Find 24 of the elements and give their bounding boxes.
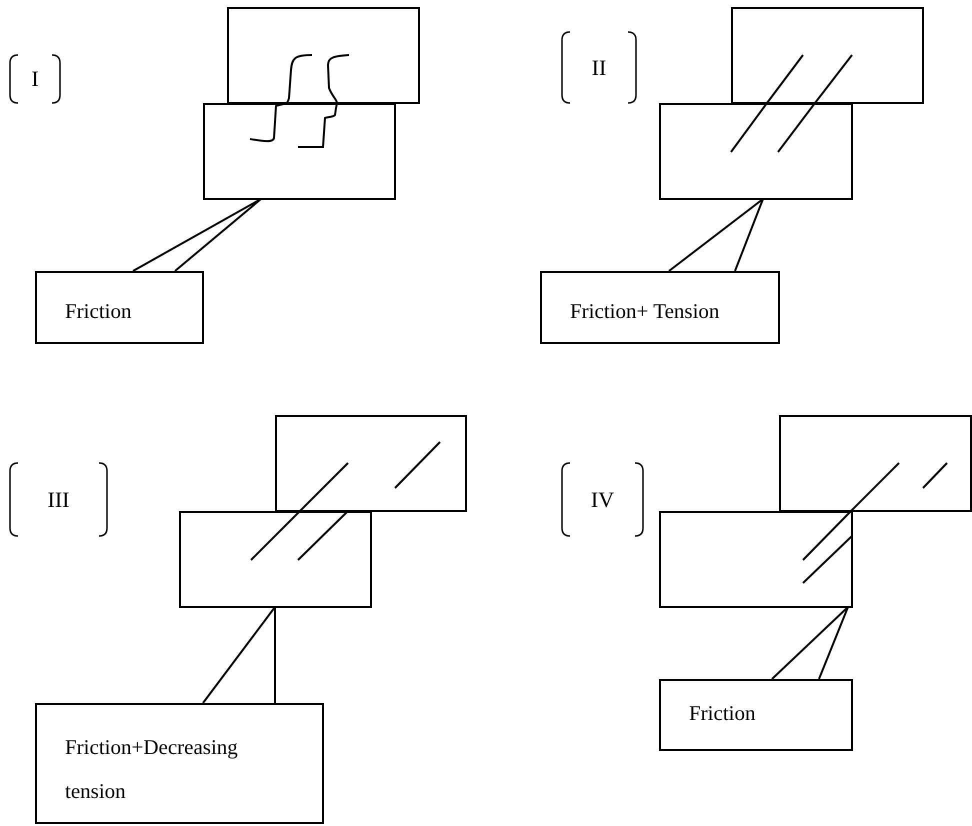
callout-text: Friction+Decreasing tension xyxy=(65,734,239,805)
block xyxy=(779,415,972,512)
callout-box xyxy=(540,271,780,344)
callout-box xyxy=(35,703,324,824)
block xyxy=(179,511,372,608)
panel-label: II xyxy=(590,54,608,82)
block xyxy=(659,511,853,608)
callout-pointer xyxy=(771,606,849,680)
callout-pointer xyxy=(132,198,262,272)
callout-text: Friction xyxy=(689,701,756,725)
callout-box xyxy=(35,271,204,344)
panel-label: I xyxy=(30,65,40,93)
block xyxy=(731,7,924,104)
callout-text: Friction+ Tension xyxy=(570,299,720,323)
callout-text: Friction xyxy=(65,299,132,323)
panel-label: III xyxy=(46,486,70,514)
callout-pointer xyxy=(202,606,276,704)
block xyxy=(227,7,420,104)
callout-box xyxy=(659,679,853,751)
block xyxy=(203,103,396,200)
block xyxy=(275,415,467,512)
block xyxy=(659,103,853,200)
panel-label: IV xyxy=(590,486,616,514)
callout-pointer xyxy=(668,198,764,272)
